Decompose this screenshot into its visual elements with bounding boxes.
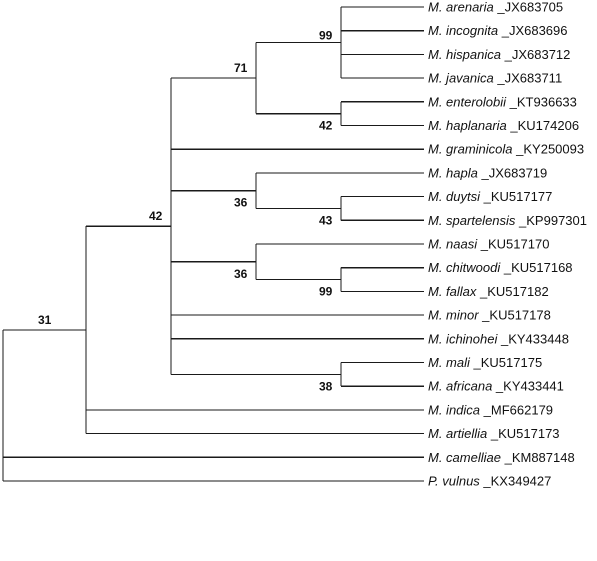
accession-number: KU517170: [488, 237, 549, 252]
taxon-label: M. duytsi _KU517177: [428, 189, 552, 204]
taxon-label: M. chitwoodi _KU517168: [428, 260, 573, 275]
accession-separator: _: [494, 0, 506, 15]
accession-separator: _: [498, 23, 510, 38]
accession-number: KU517175: [481, 355, 542, 370]
support-value: 36: [234, 267, 248, 281]
taxon-name: M. africana: [428, 379, 492, 394]
taxon-name: M. mali: [428, 355, 471, 370]
support-value: 36: [234, 196, 248, 210]
taxon-label: M. fallax _KU517182: [428, 284, 549, 299]
taxon-name: M. hispanica: [428, 47, 501, 62]
taxon-name: M. hapla: [428, 165, 478, 180]
taxon-name: M. arenaria: [428, 0, 494, 15]
taxon-name: M. enterolobii: [428, 94, 507, 109]
accession-number: JX683719: [489, 165, 548, 180]
support-value: 99: [319, 285, 333, 299]
support-value: 42: [149, 209, 163, 223]
taxon-label: M. ichinohei _KY433448: [428, 331, 569, 346]
taxon-name: M. artiellia: [428, 426, 487, 441]
taxon-label: M. arenaria _JX683705: [428, 0, 563, 15]
accession-separator: _: [500, 260, 512, 275]
accession-number: KU174206: [518, 118, 579, 133]
taxon-label: M. spartelensis _KP997301: [428, 213, 587, 228]
support-value: 42: [319, 119, 333, 133]
accession-separator: _: [479, 308, 491, 323]
accession-number: KU517168: [511, 260, 572, 275]
taxon-label: M. mali _KU517175: [428, 355, 542, 370]
taxon-label: M. africana _KY433441: [428, 379, 564, 394]
taxon-name: M. graminicola: [428, 142, 513, 157]
taxon-name: M. haplanaria: [428, 118, 507, 133]
accession-separator: _: [480, 402, 492, 417]
accession-number: KX349427: [491, 474, 552, 489]
taxon-label: M. minor _KU517178: [428, 308, 551, 323]
accession-separator: _: [501, 47, 513, 62]
taxon-label: M. enterolobii _KT936633: [428, 94, 577, 109]
accession-number: KU517178: [489, 308, 550, 323]
tree-branches: [2, 6, 424, 482]
taxon-name: M. camelliae: [428, 450, 501, 465]
accession-separator: _: [497, 331, 509, 346]
accession-separator: _: [470, 355, 482, 370]
accession-separator: _: [515, 213, 527, 228]
accession-number: KY433448: [508, 331, 569, 346]
accession-separator: _: [487, 426, 499, 441]
accession-separator: _: [506, 94, 518, 109]
taxon-name: M. chitwoodi: [428, 260, 501, 275]
taxon-label: M. indica _MF662179: [428, 402, 553, 417]
support-value: 99: [319, 29, 333, 43]
accession-number: KY250093: [523, 142, 584, 157]
taxon-name: M. ichinohei: [428, 331, 498, 346]
accession-separator: _: [477, 237, 489, 252]
accession-number: KM887148: [512, 450, 575, 465]
accession-number: JX683696: [509, 23, 568, 38]
support-values: 99 42 71 43 36 99 36 38 42 31: [38, 29, 333, 394]
accession-number: JX683705: [505, 0, 564, 15]
taxon-name: M. javanica: [428, 71, 494, 86]
taxon-name: M. minor: [428, 308, 479, 323]
taxon-label: M. incognita _JX683696: [428, 23, 568, 38]
support-value: 43: [319, 213, 333, 227]
support-value: 38: [319, 379, 333, 393]
accession-number: KT936633: [517, 94, 577, 109]
support-value: 71: [234, 61, 248, 75]
accession-separator: _: [507, 118, 519, 133]
taxon-label: P. vulnus _KX349427: [428, 474, 551, 489]
taxon-label: M. camelliae _KM887148: [428, 450, 575, 465]
taxon-label: M. javanica _JX683711: [428, 71, 562, 86]
accession-separator: _: [501, 450, 513, 465]
taxon-label: M. haplanaria _KU174206: [428, 118, 579, 133]
accession-number: JX683711: [505, 71, 563, 86]
accession-separator: _: [480, 189, 492, 204]
accession-number: KU517177: [491, 189, 552, 204]
taxon-label: M. naasi _KU517170: [428, 237, 549, 252]
accession-number: KU517173: [498, 426, 559, 441]
taxon-name: M. incognita: [428, 23, 498, 38]
accession-number: MF662179: [491, 402, 553, 417]
taxon-name: M. duytsi: [428, 189, 481, 204]
accession-separator: _: [480, 474, 492, 489]
accession-number: KU517182: [487, 284, 548, 299]
accession-separator: _: [476, 284, 488, 299]
taxon-name: M. fallax: [428, 284, 477, 299]
taxon-label: M. hapla _JX683719: [428, 165, 547, 180]
accession-number: KP997301: [526, 213, 587, 228]
accession-separator: _: [513, 142, 525, 157]
taxon-label: M. artiellia _KU517173: [428, 426, 560, 441]
taxon-name: P. vulnus: [428, 474, 480, 489]
accession-separator: _: [492, 379, 504, 394]
taxon-name: M. indica: [428, 402, 480, 417]
accession-number: JX683712: [512, 47, 571, 62]
accession-number: KY433441: [503, 379, 564, 394]
accession-separator: _: [494, 71, 506, 86]
taxon-label: M. hispanica _JX683712: [428, 47, 570, 62]
taxon-name: M. naasi: [428, 237, 478, 252]
taxon-label: M. graminicola _KY250093: [428, 142, 584, 157]
support-value: 31: [38, 313, 52, 327]
accession-separator: _: [478, 165, 490, 180]
taxon-name: M. spartelensis: [428, 213, 516, 228]
